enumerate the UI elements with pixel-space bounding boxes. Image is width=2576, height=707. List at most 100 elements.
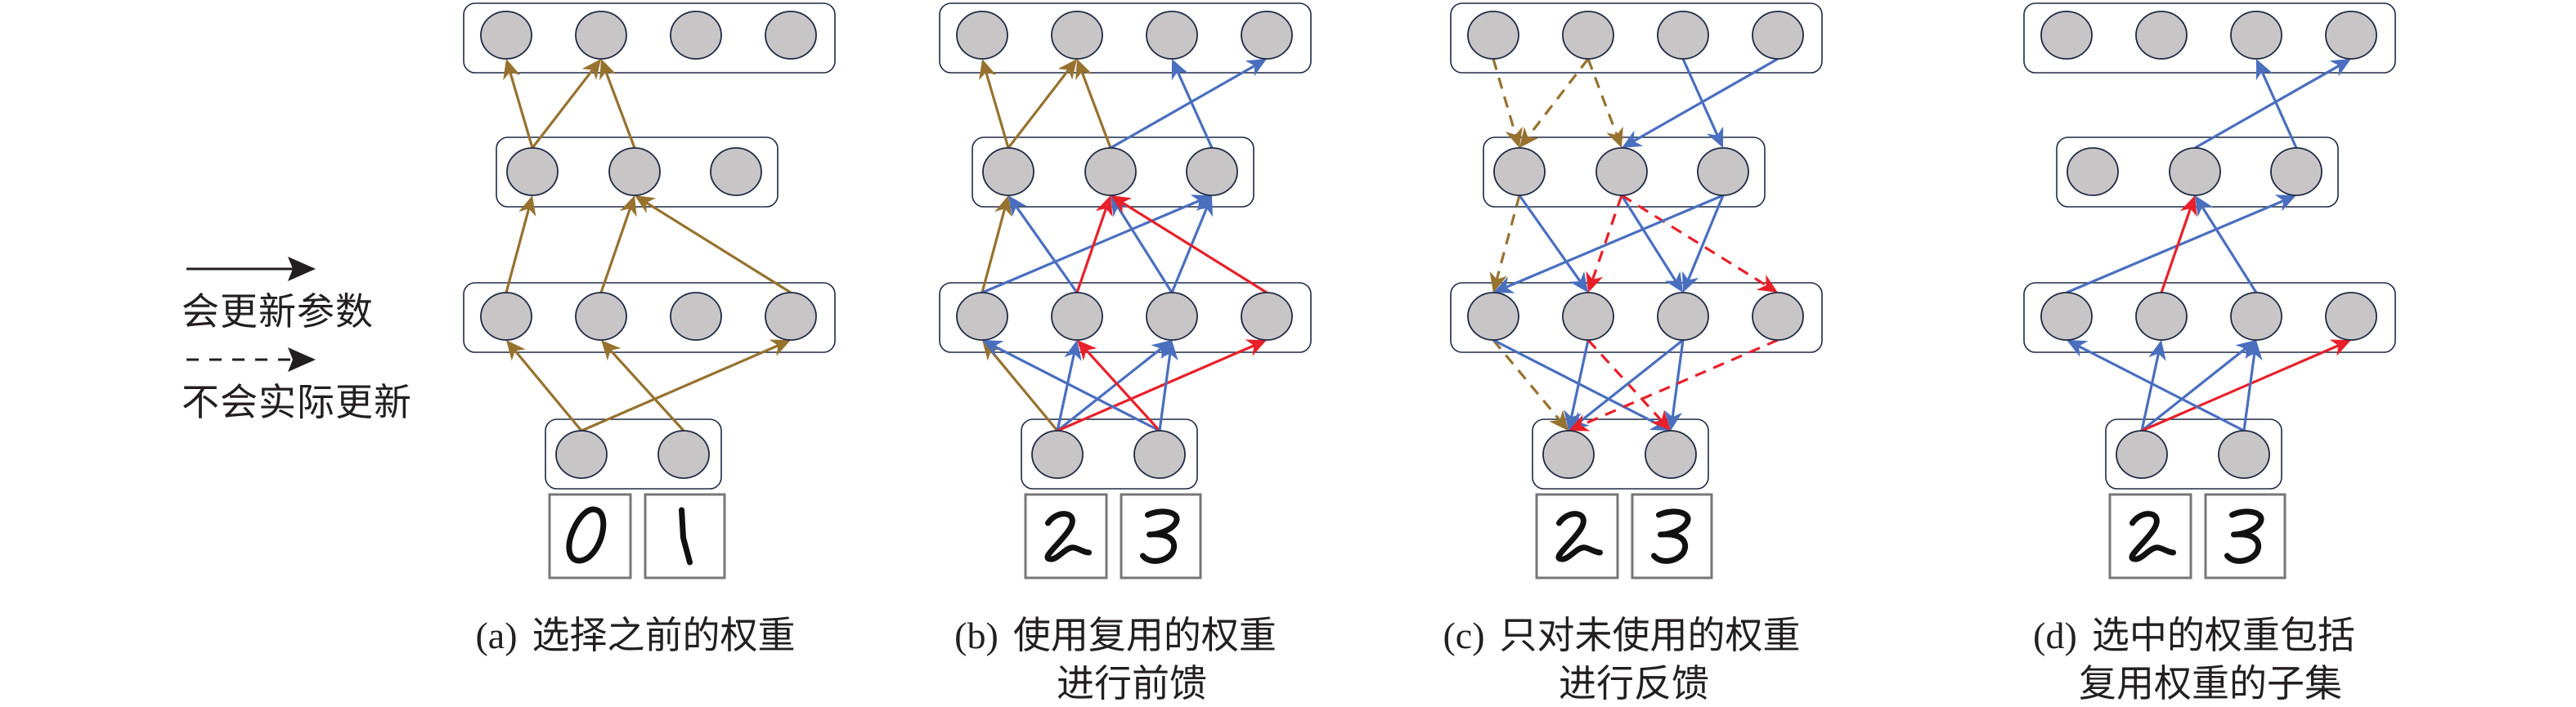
arrow-head: [1664, 409, 1683, 431]
solid-brown-weight-line: [505, 208, 531, 293]
edge-input1-hidden11: [1077, 340, 1161, 432]
solid-red-weight-line: [1057, 343, 1255, 432]
neurons: [480, 11, 817, 479]
edge-hidden10-hidden20: [505, 195, 536, 293]
arrow-head: [1160, 340, 1178, 361]
digit-image-2: [1535, 493, 1619, 579]
neuron-output-1: [575, 11, 627, 60]
solid-blue-weight-line: [1681, 58, 1719, 137]
edge-hidden20-output1: [531, 59, 601, 149]
solid-blue-weight-line: [2077, 344, 2245, 432]
arrow-head: [994, 195, 1012, 217]
solid-blue-weight-line: [1518, 195, 1582, 283]
edge-hidden12-hidden22: [1170, 195, 1213, 293]
digit-image-1: [644, 493, 726, 579]
edge-hidden20-output0: [979, 59, 1010, 149]
caption-panel-d: (d)选中的权重包括 复用权重的子集: [2010, 611, 2378, 707]
solid-blue-weight-line: [1671, 339, 1685, 418]
neuron-hidden1-0: [2040, 292, 2093, 341]
dashed-brown-weight-line: [1586, 58, 1618, 136]
edge-input1-hidden11: [601, 340, 685, 432]
input-digit-images: [2108, 493, 2287, 579]
edge-hidden11-input0: [1564, 339, 1590, 431]
layer-box-output: [2023, 2, 2396, 74]
solid-blue-weight-line: [1505, 194, 1724, 289]
layer-box-output: [463, 2, 836, 74]
edge-hidden22-hidden10: [1493, 194, 1724, 293]
edge-output0-hidden20: [1492, 58, 1523, 148]
edge-hidden13-input0: [1568, 338, 1779, 432]
edge-hidden13-hidden21: [1111, 195, 1268, 294]
neuron-hidden1-2: [1146, 292, 1198, 341]
caption-line-2: 复用权重的子集: [2079, 661, 2342, 705]
solid-brown-weight-line: [508, 70, 534, 149]
neuron-input-0: [1542, 430, 1595, 479]
edge-hidden13-hidden21: [635, 195, 792, 294]
solid-red-weight-line: [2141, 343, 2340, 432]
edge-hidden11-hidden21: [1075, 195, 1113, 293]
caption-line-1: (d)选中的权重包括: [2010, 611, 2378, 660]
digit-glyph-3: [1651, 508, 1691, 564]
caption-line-2: 进行前馈: [1057, 661, 1207, 705]
edge-hidden12-hidden21: [2195, 195, 2258, 293]
solid-blue-weight-line: [2140, 352, 2161, 432]
edge-output2-hidden22: [1681, 58, 1724, 148]
arrow-head: [1196, 195, 1213, 217]
solid-blue-weight-line: [1056, 352, 1076, 432]
neuron-hidden2-1: [2169, 147, 2221, 196]
panel-a: [463, 2, 836, 579]
legend-solid-label: 会更新参数: [182, 289, 374, 333]
neuron-output-1: [1051, 11, 1103, 60]
arrow-head: [1549, 409, 1568, 431]
arrow-head: [979, 59, 997, 81]
solid-brown-weight-line: [644, 201, 792, 294]
solid-blue-weight-line: [1577, 338, 1684, 424]
edge-input0-hidden13: [581, 339, 791, 432]
edge-hidden10-hidden22: [2066, 195, 2296, 294]
edge-hidden10-hidden20: [981, 195, 1012, 293]
arrow-head: [2195, 195, 2214, 217]
dashed-red-weight-line: [1591, 195, 1623, 281]
edge-input0-hidden11: [1056, 340, 1082, 432]
edge-hidden20-hidden10: [1489, 195, 1521, 293]
edge-hidden11-input1: [1586, 338, 1671, 431]
edge-hidden10-input0: [1492, 338, 1568, 431]
arrow-head: [503, 59, 521, 81]
neuron-output-3: [2325, 11, 2377, 60]
solid-brown-weight-line: [981, 208, 1007, 293]
edge-hidden20-hidden11: [1518, 195, 1588, 293]
solid-blue-weight-line: [2194, 64, 2340, 150]
arrow-head: [1586, 271, 1604, 293]
solid-blue-weight-line: [2066, 199, 2285, 294]
neuron-hidden2-0: [1493, 147, 1546, 196]
caption-text: 选中的权重包括: [2091, 613, 2355, 657]
arrow-head: [1564, 409, 1582, 431]
arrow-head: [2244, 340, 2263, 361]
solid-red-weight-line: [2160, 207, 2192, 293]
solid-blue-weight-line: [1620, 195, 1677, 283]
layer-boxes: [2023, 2, 2396, 490]
solid-blue-weight-line: [2260, 69, 2298, 149]
neuron-input-0: [1031, 430, 1084, 479]
arrow-head: [2235, 340, 2256, 360]
digit-glyph-2: [1555, 511, 1603, 562]
arrow-head: [2148, 340, 2166, 361]
arrow-head: [982, 340, 1004, 357]
neuron-hidden1-0: [1467, 292, 1519, 341]
solid-red-weight-line: [1084, 348, 1161, 432]
arrow-head: [1707, 126, 1724, 148]
neuron-input-0: [555, 430, 608, 479]
edge-input1-hidden12: [1158, 340, 1178, 432]
arrow-head: [1664, 271, 1683, 293]
caption-tag: (a): [475, 615, 518, 656]
edge-hidden12-input1: [1664, 339, 1685, 431]
solid-blue-weight-line: [1110, 64, 1256, 150]
digit-glyph-2: [1044, 511, 1092, 562]
digit-image-3: [1631, 493, 1713, 579]
solid-brown-weight-line: [984, 70, 1010, 149]
arrow-head: [1622, 130, 1644, 148]
legend-dashed-arrow-head: [288, 347, 316, 372]
solid-brown-weight-line: [604, 70, 636, 149]
layer-box-hidden1: [1450, 282, 1823, 353]
